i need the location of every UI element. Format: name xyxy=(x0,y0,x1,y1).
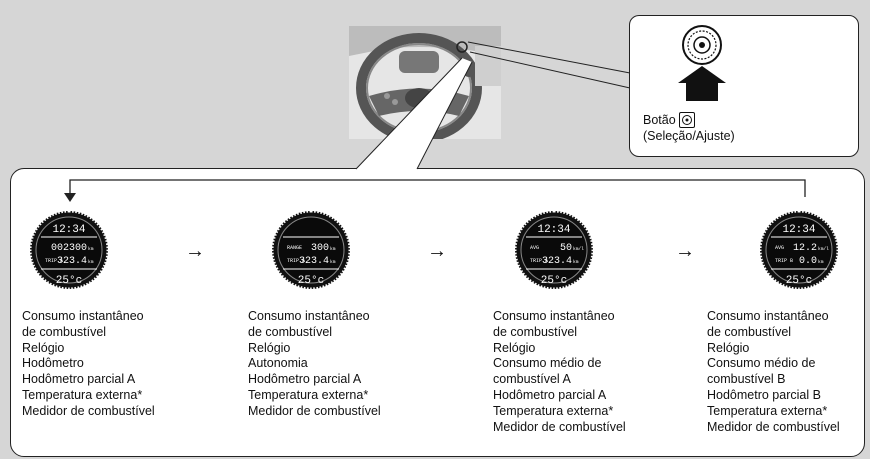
row2-unit: km xyxy=(88,259,94,265)
caption-line: de combustível xyxy=(707,324,792,339)
display-modes-panel xyxy=(10,168,865,457)
row1-label: RANGE xyxy=(287,245,302,251)
row2-value: 0.0 xyxy=(799,256,817,267)
next-arrow-2: → xyxy=(427,240,447,262)
caption-line: Consumo médio de xyxy=(493,356,602,371)
caption-line: de combustível xyxy=(248,324,333,339)
caption-line: Medidor de combustível xyxy=(248,403,381,418)
row2-label: TRIP A xyxy=(45,258,63,264)
caption-line: Hodômetro xyxy=(22,356,84,371)
caption-line: Relógio xyxy=(493,340,536,355)
caption-line: combustível A xyxy=(493,372,571,387)
temperature-readout: 25°c xyxy=(298,275,324,287)
temperature-readout: 25°c xyxy=(541,275,567,287)
row1-label: AVG xyxy=(775,245,784,251)
caption-line: Temperatura externa* xyxy=(493,403,614,418)
row1-value: 50 xyxy=(560,243,572,254)
row2-unit: km xyxy=(330,259,336,265)
button-label-text: Botão xyxy=(643,113,676,127)
caption-line: Relógio xyxy=(248,340,291,355)
caption-line: Medidor de combustível xyxy=(493,419,626,434)
button-callout xyxy=(629,15,859,157)
caption-line: Medidor de combustível xyxy=(22,403,155,418)
caption-line: Relógio xyxy=(22,340,65,355)
row2-label: TRIP A xyxy=(530,258,548,264)
temperature-readout: 25°c xyxy=(786,275,812,287)
caption-line: Temperatura externa* xyxy=(248,387,369,402)
caption-line: Consumo instantâneo xyxy=(22,309,144,323)
caption-line: combustível B xyxy=(707,372,786,387)
caption-line: de combustível xyxy=(22,324,107,339)
caption-line: Consumo instantâneo xyxy=(248,309,370,323)
caption-line: Temperatura externa* xyxy=(22,387,143,402)
selector-dial-icon xyxy=(678,112,695,128)
caption-line: Autonomia xyxy=(248,356,308,371)
row2-value: 323.4 xyxy=(299,256,329,267)
next-arrow-3: → xyxy=(675,240,695,262)
button-location-marker xyxy=(456,41,468,53)
row2-unit: km xyxy=(818,259,824,265)
row2-value: 323.4 xyxy=(542,256,572,267)
clock-readout: 12:34 xyxy=(52,224,85,236)
row1-unit: km xyxy=(88,246,94,252)
caption-line: Hodômetro parcial A xyxy=(248,372,362,387)
row2-label: TRIP A xyxy=(287,258,305,264)
temperature-readout: 25°c xyxy=(56,275,82,287)
caption-line: Hodômetro parcial A xyxy=(493,387,607,402)
row1-value: 12.2 xyxy=(793,243,817,254)
row2-value: 323.4 xyxy=(57,256,87,267)
row1-unit: km/l xyxy=(573,246,584,252)
row1-value: 002300 xyxy=(51,243,87,254)
caption-line: Relógio xyxy=(707,340,750,355)
row1-unit: km xyxy=(330,246,336,252)
caption-line: Hodômetro parcial B xyxy=(707,387,821,402)
row2-unit: km xyxy=(573,259,579,265)
caption-line: Consumo instantâneo xyxy=(707,309,829,323)
caption-line: Medidor de combustível xyxy=(707,419,840,434)
caption-line: Consumo médio de xyxy=(707,356,816,371)
caption-line: Hodômetro parcial A xyxy=(22,372,136,387)
next-arrow-1: → xyxy=(185,240,205,262)
selector-dial-icon xyxy=(678,25,726,101)
clock-readout: 12:34 xyxy=(782,224,815,236)
button-label: Botão (Seleção/Ajuste) xyxy=(643,112,735,144)
caption-line: Temperatura externa* xyxy=(707,403,828,418)
button-label-sub: (Seleção/Ajuste) xyxy=(643,129,735,143)
caption-line: de combustível xyxy=(493,324,578,339)
row2-label: TRIP B xyxy=(775,258,793,264)
caption-line: Consumo instantâneo xyxy=(493,309,615,323)
row1-value: 300 xyxy=(311,243,329,254)
clock-readout: 12:34 xyxy=(537,224,570,236)
row1-label: AVG xyxy=(530,245,539,251)
row1-unit: km/l xyxy=(818,246,829,252)
